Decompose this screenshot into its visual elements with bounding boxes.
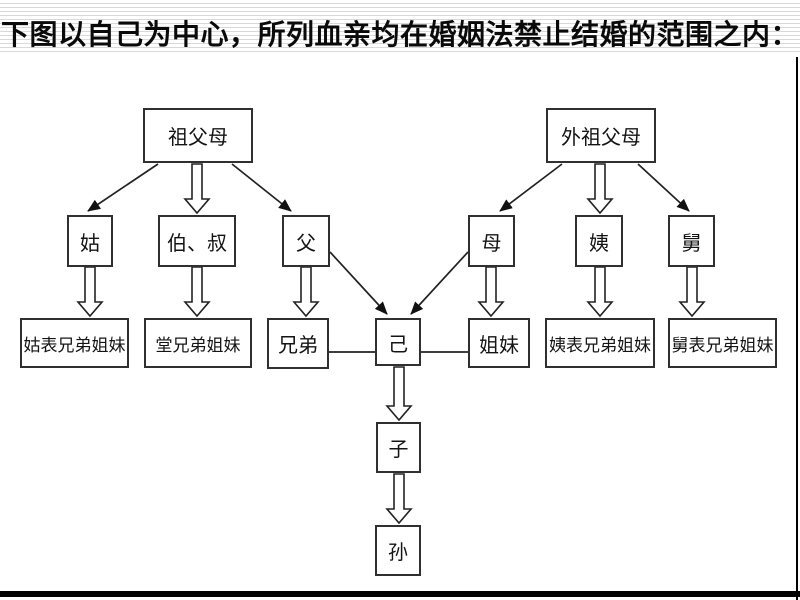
node-label-waizufumu: 外祖父母 bbox=[561, 127, 641, 149]
node-label-ji: 己 bbox=[388, 333, 408, 356]
hollow-arrow-fu-to-xiongdi bbox=[292, 266, 320, 318]
solid-arrow-waizufumu-to-mu bbox=[499, 163, 563, 212]
node-yi: 姨 bbox=[575, 215, 623, 267]
solid-arrow-zufumu-to-fu bbox=[231, 163, 292, 212]
node-label-gubiao: 姑表兄弟姐妹 bbox=[23, 335, 126, 355]
node-xiongdi: 兄弟 bbox=[267, 318, 329, 369]
solid-arrow-mu-to-ji bbox=[410, 251, 469, 315]
node-jiubiao: 舅表兄弟姐妹 bbox=[668, 318, 777, 368]
node-label-gu: 姑 bbox=[80, 232, 100, 255]
right-border-line bbox=[796, 57, 798, 600]
node-label-tangxiongdi: 堂兄弟姐妹 bbox=[155, 335, 241, 355]
hollow-arrow-gu-to-gubiao bbox=[76, 266, 104, 318]
node-jiu: 舅 bbox=[668, 215, 715, 267]
hollow-arrow-waizufumu-to-yi bbox=[586, 163, 614, 215]
node-gubiao: 姑表兄弟姐妹 bbox=[20, 318, 129, 368]
hollow-arrow-ji-to-zi bbox=[385, 366, 413, 422]
node-yibiao: 姨表兄弟姐妹 bbox=[545, 318, 655, 368]
node-tangxiongdi: 堂兄弟姐妹 bbox=[144, 318, 252, 368]
solid-arrow-zufumu-to-gu bbox=[87, 163, 159, 212]
solid-arrow-fu-to-ji bbox=[329, 251, 388, 315]
hollow-arrow-bo-shu-to-tangxiongdi bbox=[183, 266, 211, 318]
hollow-arrow-zufumu-to-bo-shu bbox=[183, 163, 211, 215]
bottom-bar bbox=[0, 591, 800, 597]
node-label-bo-shu: 伯、叔 bbox=[167, 232, 227, 255]
node-waizufumu: 外祖父母 bbox=[546, 108, 656, 163]
node-label-fu: 父 bbox=[296, 232, 316, 255]
node-label-jiubiao: 舅表兄弟姐妹 bbox=[671, 335, 774, 355]
node-label-zufumu: 祖父母 bbox=[168, 127, 228, 149]
node-zi: 子 bbox=[376, 422, 421, 473]
slide-title: 下图以自己为中心，所列血亲均在婚姻法禁止结婚的范围之内： bbox=[0, 20, 799, 51]
node-ji: 己 bbox=[375, 318, 421, 366]
node-label-zi: 子 bbox=[388, 439, 409, 461]
node-fu: 父 bbox=[282, 215, 330, 267]
node-gu: 姑 bbox=[67, 215, 113, 267]
node-zufumu: 祖父母 bbox=[143, 108, 253, 163]
node-mu: 母 bbox=[468, 215, 515, 267]
solid-arrow-waizufumu-to-jiu bbox=[637, 163, 690, 212]
hollow-arrow-mu-to-jiemei bbox=[477, 266, 505, 318]
node-label-yi: 姨 bbox=[589, 232, 609, 255]
node-label-jiemei: 姐妹 bbox=[479, 334, 519, 357]
node-sun: 孙 bbox=[375, 525, 421, 576]
node-label-mu: 母 bbox=[481, 232, 502, 255]
node-bo-shu: 伯、叔 bbox=[158, 215, 236, 267]
node-label-jiu: 舅 bbox=[681, 232, 702, 255]
hollow-arrow-jiu-to-jiubiao bbox=[678, 266, 706, 318]
hollow-arrow-zi-to-sun bbox=[385, 473, 413, 525]
node-label-yibiao: 姨表兄弟姐妹 bbox=[549, 335, 651, 355]
hollow-arrow-yi-to-yibiao bbox=[586, 266, 614, 318]
node-label-sun: 孙 bbox=[388, 542, 408, 564]
title-stripes-background bbox=[0, 0, 800, 54]
node-jiemei: 姐妹 bbox=[468, 318, 530, 368]
node-label-xiongdi: 兄弟 bbox=[278, 335, 318, 357]
